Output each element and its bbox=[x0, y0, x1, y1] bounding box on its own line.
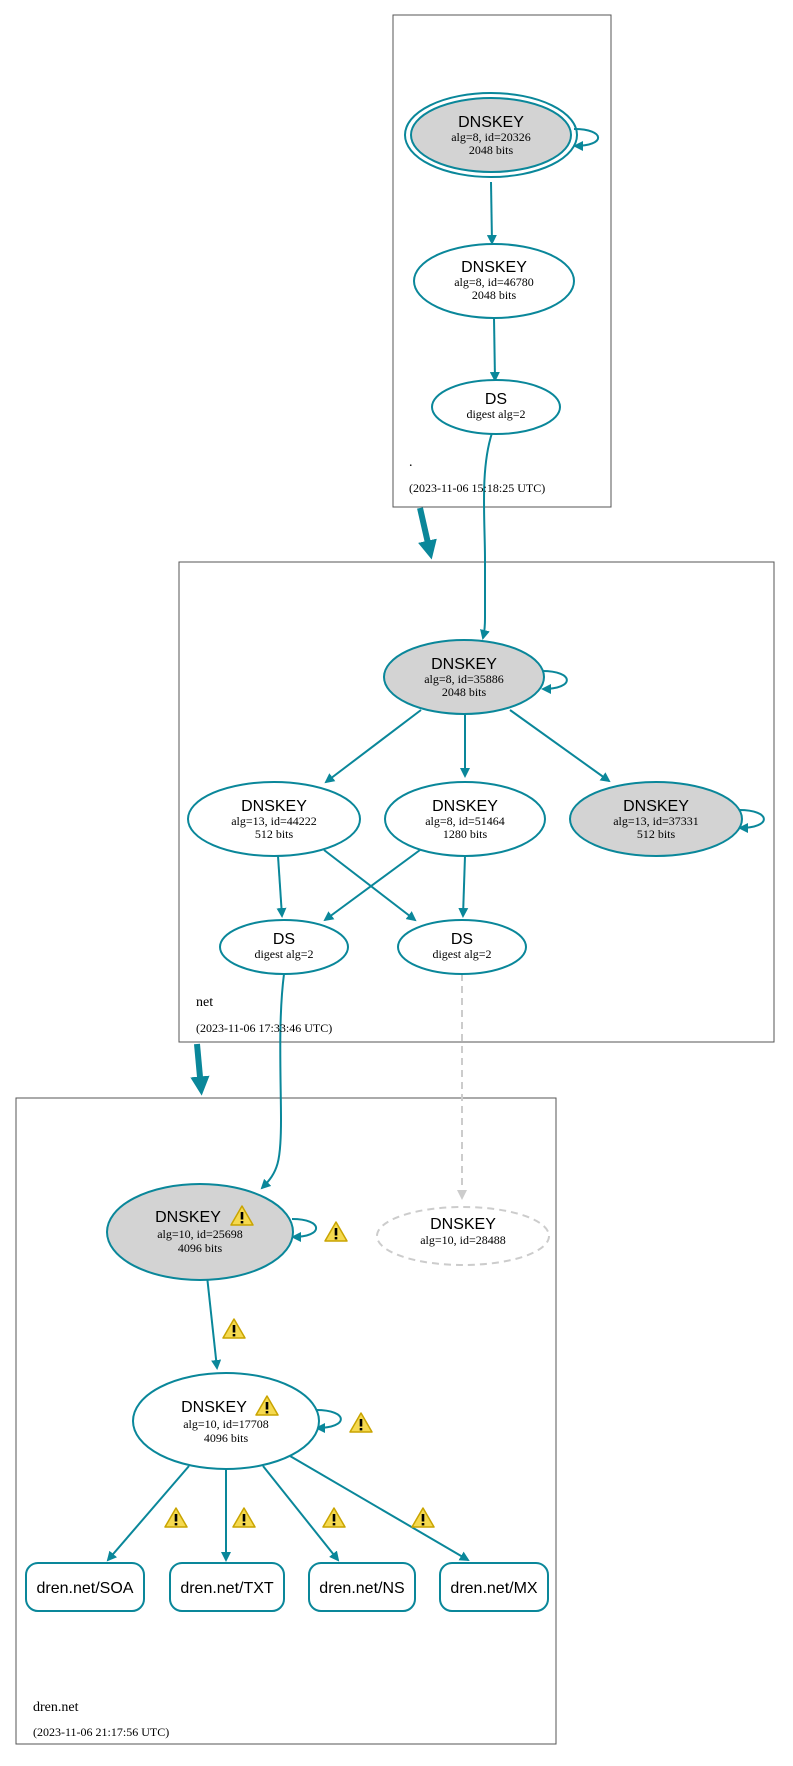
self-loop-dren-zsk bbox=[315, 1409, 342, 1433]
edge-44222-to-ds2 bbox=[323, 849, 417, 922]
warning-icon bbox=[324, 1221, 348, 1242]
node-net-ds1: DS digest alg=2 bbox=[219, 919, 349, 975]
zone-box-root bbox=[392, 14, 612, 508]
self-loop-net-ksk bbox=[541, 670, 568, 694]
node-dren-zsk-title: DNSKEY bbox=[181, 1399, 247, 1416]
node-net-ds2: DS digest alg=2 bbox=[397, 919, 527, 975]
node-root-ds-title: DS bbox=[485, 391, 507, 408]
node-net-44222-line2: 512 bits bbox=[255, 827, 294, 841]
node-net-ksk-title: DNSKEY bbox=[431, 656, 497, 673]
edge-net-ds1-to-dren-ksk bbox=[260, 973, 285, 1190]
zone-box-net bbox=[178, 561, 775, 1043]
node-net-51464-line2: 1280 bits bbox=[443, 827, 488, 841]
zone-timestamp-root: (2023-11-06 15:18:25 UTC) bbox=[409, 481, 545, 495]
rrset-soa-label: dren.net/SOA bbox=[37, 1580, 134, 1597]
edge-zsk-to-ns bbox=[262, 1465, 340, 1562]
edge-dren-ksk-to-zsk bbox=[206, 1275, 222, 1370]
node-root-ksk: DNSKEY alg=8, id=20326 2048 bits bbox=[404, 92, 578, 178]
zone-box-dren bbox=[15, 1097, 557, 1745]
node-net-37331-line2: 512 bits bbox=[637, 827, 676, 841]
warning-icon bbox=[222, 1318, 246, 1339]
node-root-ksk-line1: alg=8, id=20326 bbox=[451, 130, 531, 144]
zone-timestamp-net: (2023-11-06 17:33:46 UTC) bbox=[196, 1021, 332, 1035]
rrset-txt-label: dren.net/TXT bbox=[180, 1580, 274, 1597]
node-dren-zsk-line1: alg=10, id=17708 bbox=[183, 1417, 269, 1431]
warning-icon bbox=[349, 1412, 373, 1433]
node-net-51464-line1: alg=8, id=51464 bbox=[425, 814, 505, 828]
rrset-ns-label: dren.net/NS bbox=[319, 1580, 404, 1597]
edge-root-zsk-to-ds bbox=[489, 317, 500, 382]
node-root-ds: DS digest alg=2 bbox=[431, 379, 561, 435]
node-net-ds1-line1: digest alg=2 bbox=[254, 947, 313, 961]
node-net-37331-line1: alg=13, id=37331 bbox=[613, 814, 699, 828]
node-dren-ksk-line1: alg=10, id=25698 bbox=[157, 1227, 243, 1241]
node-net-37331-title: DNSKEY bbox=[623, 798, 689, 815]
node-root-ds-line1: digest alg=2 bbox=[466, 407, 525, 421]
rrset-mx[interactable]: dren.net/MX bbox=[439, 1562, 549, 1612]
edge-44222-to-ds1 bbox=[276, 855, 287, 918]
node-net-44222-title: DNSKEY bbox=[241, 798, 307, 815]
warning-icon bbox=[322, 1507, 346, 1528]
rrset-ns[interactable]: dren.net/NS bbox=[308, 1562, 416, 1612]
edge-root-ds-to-net-ksk bbox=[480, 432, 493, 640]
delegation-net-to-dren bbox=[190, 1043, 210, 1096]
node-root-zsk-title: DNSKEY bbox=[461, 259, 527, 276]
node-dren-missing-key-line1: alg=10, id=28488 bbox=[420, 1233, 506, 1247]
node-dren-missing-key-title: DNSKEY bbox=[430, 1216, 496, 1233]
edge-51464-to-ds1 bbox=[323, 849, 421, 922]
edge-net-ksk-to-44222 bbox=[324, 709, 422, 784]
zone-name-root: . bbox=[409, 455, 413, 470]
node-root-zsk-line2: 2048 bits bbox=[472, 288, 517, 302]
edge-root-ksk-to-zsk bbox=[486, 181, 497, 245]
node-dren-ksk-line2: 4096 bits bbox=[178, 1241, 223, 1255]
edge-zsk-to-mx bbox=[289, 1455, 470, 1562]
node-root-ksk-line2: 2048 bits bbox=[469, 143, 514, 157]
node-root-ksk-title: DNSKEY bbox=[458, 114, 524, 131]
node-dren-missing-key: DNSKEY alg=10, id=28488 bbox=[376, 1206, 550, 1266]
node-dren-zsk-line2: 4096 bits bbox=[204, 1431, 249, 1445]
rrset-soa[interactable]: dren.net/SOA bbox=[25, 1562, 145, 1612]
node-root-zsk: DNSKEY alg=8, id=46780 2048 bits bbox=[413, 243, 575, 319]
self-loop-root-ksk bbox=[573, 128, 599, 151]
zone-timestamp-dren: (2023-11-06 21:17:56 UTC) bbox=[33, 1725, 169, 1739]
self-loop-dren-ksk bbox=[291, 1218, 317, 1242]
node-net-44222: DNSKEY alg=13, id=44222 512 bits bbox=[187, 781, 361, 857]
node-net-ksk: DNSKEY alg=8, id=35886 2048 bits bbox=[383, 639, 545, 715]
warning-icon bbox=[164, 1507, 188, 1528]
node-dren-ksk-title: DNSKEY bbox=[155, 1209, 221, 1226]
rrset-txt[interactable]: dren.net/TXT bbox=[169, 1562, 285, 1612]
node-net-ds1-title: DS bbox=[273, 931, 295, 948]
node-net-ds2-title: DS bbox=[451, 931, 473, 948]
warning-icon bbox=[411, 1507, 435, 1528]
warning-icon bbox=[232, 1507, 256, 1528]
node-net-ds2-line1: digest alg=2 bbox=[432, 947, 491, 961]
node-net-37331: DNSKEY alg=13, id=37331 512 bits bbox=[569, 781, 743, 857]
edge-net-ksk-to-37331 bbox=[509, 709, 611, 783]
node-net-ksk-line2: 2048 bits bbox=[442, 685, 487, 699]
self-loop-net-37331 bbox=[738, 809, 765, 833]
node-dren-zsk: DNSKEY alg=10, id=17708 4096 bits bbox=[132, 1372, 320, 1470]
node-net-51464-title: DNSKEY bbox=[432, 798, 498, 815]
node-dren-ksk: DNSKEY alg=10, id=25698 4096 bits bbox=[106, 1183, 294, 1281]
node-net-51464: DNSKEY alg=8, id=51464 1280 bits bbox=[384, 781, 546, 857]
node-root-zsk-line1: alg=8, id=46780 bbox=[454, 275, 534, 289]
zone-name-dren: dren.net bbox=[33, 1700, 79, 1715]
node-net-44222-line1: alg=13, id=44222 bbox=[231, 814, 317, 828]
edge-zsk-to-soa bbox=[106, 1465, 190, 1562]
rrset-mx-label: dren.net/MX bbox=[450, 1580, 537, 1597]
zone-name-net: net bbox=[196, 995, 213, 1010]
node-net-ksk-line1: alg=8, id=35886 bbox=[424, 672, 504, 686]
edge-51464-to-ds2 bbox=[458, 855, 469, 918]
delegation-root-to-net bbox=[417, 507, 437, 560]
